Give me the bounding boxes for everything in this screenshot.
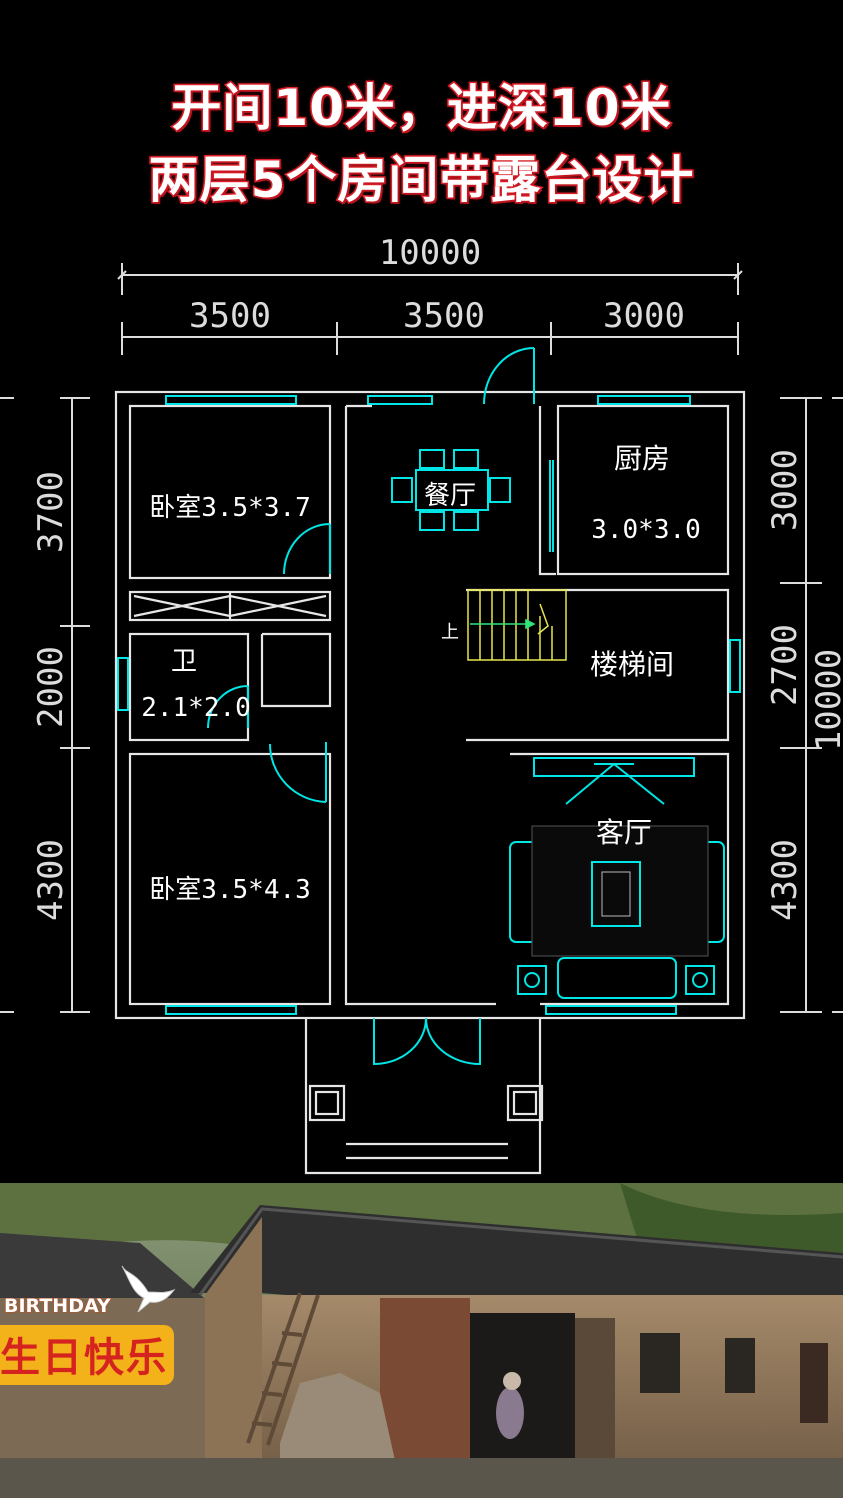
room-bedroom2-label: 卧室3.5*4.3 — [149, 875, 311, 905]
window-living — [545, 1005, 677, 1015]
dim-overall-width: 10000 — [379, 233, 481, 273]
room-kitchen-size: 3.0*3.0 — [591, 515, 701, 545]
dim-overall-depth: 10000 — [809, 649, 843, 751]
dim-top-2: 3500 — [403, 296, 485, 336]
walls — [114, 390, 746, 1175]
floor-plan: 10000 3500 3500 3000 3700 2000 4300 3000… — [0, 233, 843, 1175]
room-living-label: 客厅 — [596, 816, 652, 849]
room-kitchen-label: 厨房 — [614, 442, 670, 475]
door-entry-rear — [483, 347, 535, 405]
stair-up-label: 上 — [441, 622, 459, 643]
tv-cabinet — [533, 757, 695, 777]
window-bath — [117, 657, 129, 711]
door-front-double — [373, 1017, 481, 1066]
window-bedroom2 — [165, 1005, 297, 1015]
window-dining — [367, 395, 433, 405]
birthday-english-text: BIRTHDAY — [4, 1295, 112, 1318]
window-bedroom1 — [165, 395, 297, 405]
room-bath-size: 2.1*2.0 — [141, 693, 251, 723]
dim-left-3: 4300 — [31, 839, 71, 921]
dim-right-2: 2700 — [765, 624, 805, 706]
dim-right-1: 3000 — [765, 449, 805, 531]
dining-table — [415, 469, 489, 511]
room-stairwell-label: 楼梯间 — [590, 648, 674, 681]
birthday-badge: 生日快乐 — [0, 1325, 174, 1385]
dim-top-1: 3500 — [189, 296, 271, 336]
door-bedroom1 — [283, 523, 331, 575]
window-stairs — [729, 639, 741, 693]
dim-right-3: 4300 — [765, 839, 805, 921]
title-line-1: 开间10米，进深10米 — [170, 78, 672, 139]
sofa-bottom — [557, 957, 677, 999]
dim-left-1: 3700 — [31, 471, 71, 553]
rug — [531, 825, 709, 957]
room-bedroom1-label: 卧室3.5*3.7 — [149, 493, 311, 523]
staircase — [467, 589, 567, 661]
room-dining-label: 餐厅 — [424, 481, 476, 511]
door-bath — [207, 685, 249, 729]
title-line-2: 两层5个房间带露台设计 — [147, 150, 695, 211]
house-photo — [0, 1183, 843, 1498]
dim-left-2: 2000 — [31, 646, 71, 728]
dim-top-3: 3000 — [603, 296, 685, 336]
room-bath-label: 卫 — [171, 647, 197, 677]
window-kitchen — [597, 395, 691, 405]
dove-icon — [121, 1265, 176, 1313]
door-bedroom2 — [269, 742, 327, 803]
openings — [117, 347, 741, 1066]
